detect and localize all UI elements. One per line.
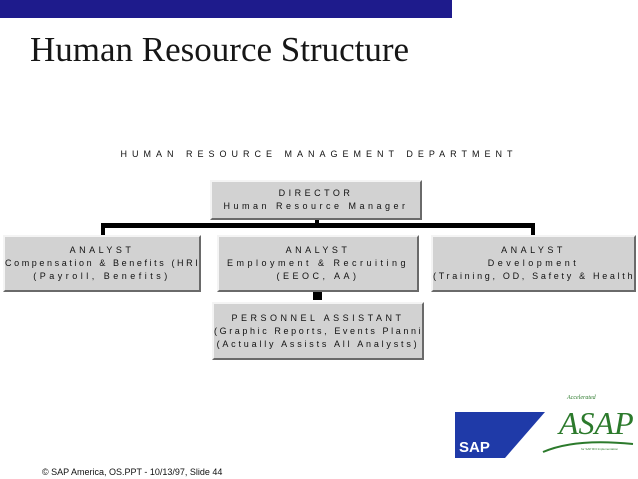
analyst-dev-area: Development — [487, 258, 580, 268]
node-analyst-compensation: ANALYST Compensation & Benefits (HRIS) (… — [3, 235, 201, 292]
connector-square — [313, 291, 322, 300]
registered-mark: ® — [528, 416, 534, 424]
connector-to-analyst-dev — [531, 223, 535, 235]
node-personnel-assistant: PERSONNEL ASSISTANT (Graphic Reports, Ev… — [212, 302, 424, 360]
analyst-comp-detail: (Payroll, Benefits) — [33, 271, 171, 281]
director-role: Human Resource Manager — [223, 201, 409, 211]
asap-swoosh-icon — [542, 441, 634, 453]
node-director: DIRECTOR Human Resource Manager — [210, 180, 422, 220]
slide-title: Human Resource Structure — [30, 30, 410, 69]
department-label: HUMAN RESOURCE MANAGEMENT DEPARTMENT — [120, 149, 518, 159]
connector-to-analyst-comp — [101, 223, 105, 235]
personnel-duties: (Graphic Reports, Events Planning) — [214, 325, 424, 336]
personnel-title: PERSONNEL ASSISTANT — [231, 312, 405, 323]
analyst-dev-title: ANALYST — [501, 245, 566, 255]
node-analyst-employment: ANALYST Employment & Recruiting (EEOC, A… — [217, 235, 419, 292]
analyst-dev-detail: (Training, OD, Safety & Health) — [433, 271, 636, 281]
analyst-emp-detail: (EEOC, AA) — [276, 271, 360, 281]
director-title: DIRECTOR — [278, 188, 354, 198]
title-bar — [0, 0, 452, 18]
analyst-emp-title: ANALYST — [285, 245, 351, 255]
asap-tagline: Accelerated — [566, 395, 597, 401]
asap-subtagline: for SAP R/3 Implementation — [581, 447, 618, 451]
slide-footer: © SAP America, OS.PPT - 10/13/97, Slide … — [42, 467, 223, 477]
node-analyst-development: ANALYST Development (Training, OD, Safet… — [431, 235, 636, 292]
sap-asap-logo: SAP ® Accelerated ASAP for SAP R/3 Imple… — [455, 395, 634, 458]
personnel-note: (Actually Assists All Analysts) — [216, 338, 420, 349]
analyst-emp-area: Employment & Recruiting — [226, 258, 410, 268]
asap-logo-text: ASAP — [557, 405, 634, 441]
analyst-comp-area: Compensation & Benefits (HRIS) — [5, 258, 201, 268]
sap-logo-text: SAP — [459, 439, 490, 456]
sap-logo-shape — [455, 412, 545, 458]
analyst-comp-title: ANALYST — [69, 245, 135, 255]
connector-horizontal-bus — [101, 223, 535, 228]
